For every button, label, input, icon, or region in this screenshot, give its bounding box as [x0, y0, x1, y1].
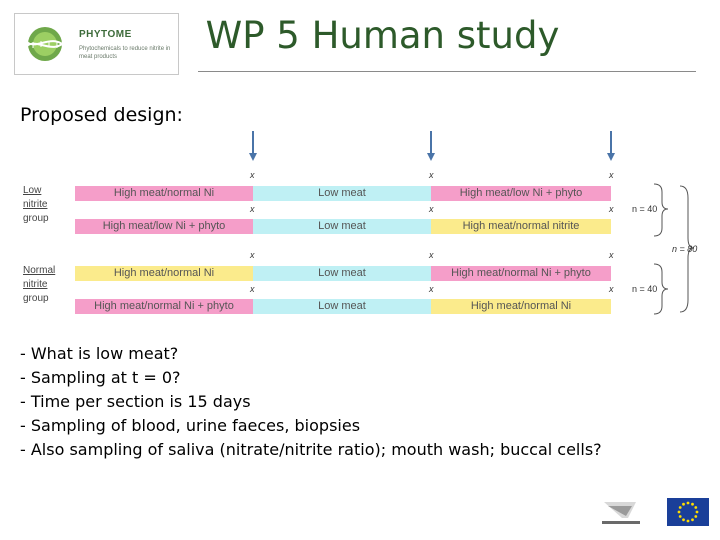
list-item: - Sampling of blood, urine faeces, biops… [20, 416, 361, 435]
logo-title: PHYTOME [79, 29, 132, 40]
group-label-line: nitrite [23, 279, 48, 290]
sampling-mark: x [429, 284, 434, 294]
group-label-line: Low [23, 185, 42, 196]
group-label-low-nitrite: Low nitrite group [23, 184, 49, 226]
row2-period1-segment: High meat/low Ni + phyto [75, 219, 253, 234]
list-item: - Time per section is 15 days [20, 392, 251, 411]
row2-period2-segment: Low meat [253, 219, 431, 234]
row1-period1-segment: High meat/normal Ni [75, 186, 253, 201]
sampling-mark: x [429, 250, 434, 260]
discussion-points: - What is low meat? - Sampling at t = 0?… [20, 342, 710, 462]
group-brace [653, 263, 669, 315]
total-sample-size: n = 80 [672, 244, 698, 254]
total-brace [679, 185, 695, 313]
logo-subtitle: Phytochemicals to reduce nitrite in meat… [79, 46, 171, 60]
title-divider [198, 71, 696, 72]
group-label-line: nitrite [23, 199, 48, 210]
eu-flag-icon [667, 498, 709, 526]
list-item: - Also sampling of saliva (nitrate/nitri… [20, 440, 602, 459]
sampling-mark: x [250, 250, 255, 260]
sampling-mark: x [429, 204, 434, 214]
slide-title: WP 5 Human study [205, 14, 560, 57]
group-label-line: Normal [23, 265, 56, 276]
subheading: Proposed design: [20, 104, 183, 126]
sampling-mark: x [609, 204, 614, 214]
group-sample-size: n = 40 [632, 204, 658, 214]
row1-period2-segment: Low meat [253, 186, 431, 201]
list-item: - Sampling at t = 0? [20, 368, 181, 387]
phytome-logo: PHYTOME Phytochemicals to reduce nitrite… [14, 13, 179, 75]
fp7-logo-icon [602, 502, 640, 524]
sampling-arrow-head [427, 153, 435, 161]
group-sample-size: n = 40 [632, 284, 658, 294]
study-design-diagram: Low nitrite group Normal nitrite group x… [20, 128, 710, 316]
sampling-mark: x [609, 250, 614, 260]
row2-period3-segment: High meat/normal nitrite [431, 219, 611, 234]
row1-period3-segment: High meat/low Ni + phyto [431, 186, 611, 201]
sampling-mark: x [250, 170, 255, 180]
list-item: - What is low meat? [20, 344, 179, 363]
sampling-arrow-head [607, 153, 615, 161]
group-brace [653, 183, 669, 237]
row3-period3-segment: High meat/normal Ni + phyto [431, 266, 611, 281]
row3-period1-segment: High meat/normal Ni [75, 266, 253, 281]
dna-helix-icon [22, 27, 70, 61]
sampling-mark: x [609, 170, 614, 180]
row4-period1-segment: High meat/normal Ni + phyto [75, 299, 253, 314]
group-label-line: group [23, 213, 49, 224]
row4-period3-segment: High meat/normal Ni [431, 299, 611, 314]
sampling-arrow-head [249, 153, 257, 161]
diagram-lines [249, 131, 695, 315]
group-label-normal-nitrite: Normal nitrite group [23, 264, 55, 306]
row3-period2-segment: Low meat [253, 266, 431, 281]
sampling-mark: x [250, 204, 255, 214]
row4-period2-segment: Low meat [253, 299, 431, 314]
sampling-mark: x [609, 284, 614, 294]
sampling-mark: x [429, 170, 434, 180]
group-label-line: group [23, 293, 49, 304]
sampling-mark: x [250, 284, 255, 294]
